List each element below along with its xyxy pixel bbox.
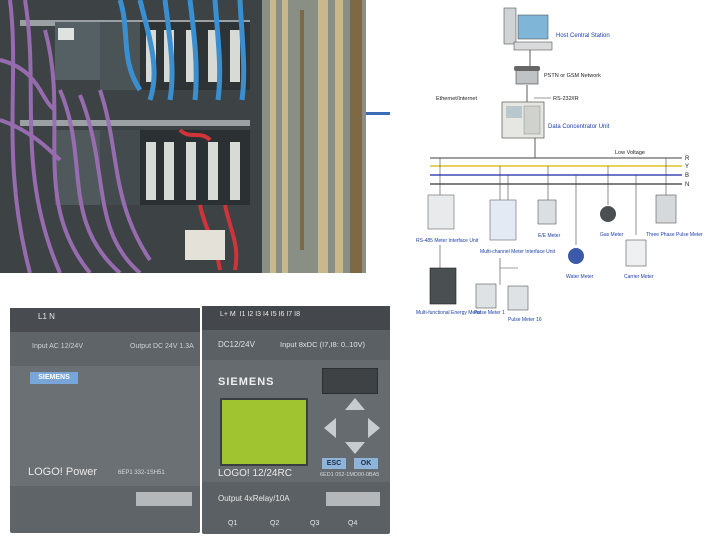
multichannel-label: Multi-channel Meter Interface Unit [480, 249, 556, 255]
ee-meter-label: E/E Meter [538, 233, 561, 239]
rs485-label: RS-485 Meter Interface Unit [416, 238, 479, 244]
power-brand-badge: SIEMENS [30, 372, 78, 384]
power-part-number: 6EP1 332-1SH51 [118, 470, 165, 476]
logo-label-window [326, 492, 380, 506]
output-q4: Q4 [348, 520, 358, 527]
ok-button[interactable]: OK [354, 458, 378, 469]
rs232-label: RS-232/IR [553, 96, 579, 102]
dpad-left-button[interactable] [324, 418, 336, 438]
carrier-meter-icon [625, 239, 647, 267]
lcd-display [220, 398, 308, 466]
multichannel-interface-icon [489, 199, 517, 241]
siemens-logo-photo: L1 N Input AC 12/24V Output DC 24V 1.3A … [0, 300, 392, 540]
phase-y: Y [685, 164, 689, 170]
power-label-window [136, 492, 192, 506]
power-name: LOGO! Power [28, 466, 98, 478]
logo-supply-label: DC12/24V [218, 340, 255, 349]
rs485-interface-icon [427, 194, 455, 230]
blue-separator [366, 112, 390, 115]
pulse-meter-1-label: Pulse Meter 1 [474, 310, 505, 316]
power-output-label: Output DC 24V 1.3A [130, 343, 194, 350]
logo-output-label: Output 4xRelay/10A [218, 494, 290, 503]
power-top-terminals: L1 N [38, 312, 55, 321]
three-phase-label: Three Phase Pulse Meter [646, 232, 703, 238]
dpad-right-button[interactable] [368, 418, 380, 438]
logo-top-terminals: L+ M I1 I2 I3 I4 I5 I6 I7 I8 [220, 311, 300, 318]
logo-input-label: Input 8xDC (I7,I8: 0..10V) [280, 340, 366, 349]
dpad-up-button[interactable] [345, 398, 365, 410]
esc-button[interactable]: ESC [322, 458, 346, 469]
phase-b: B [685, 173, 689, 179]
ee-meter-icon [537, 199, 557, 225]
phase-n: N [685, 182, 689, 188]
carrier-meter-label: Carrier Meter [624, 274, 654, 280]
pulse-meter-1-icon [475, 283, 497, 309]
logo-base-module: L+ M I1 I2 I3 I4 I5 I6 I7 I8 DC12/24V In… [202, 306, 390, 534]
gas-meter-icon [600, 206, 616, 222]
logo-power-module: L1 N Input AC 12/24V Output DC 24V 1.3A … [10, 308, 200, 533]
telephone-icon [514, 66, 540, 85]
dcu-label: Data Concentrator Unit [548, 124, 610, 130]
pstn-label: PSTN or GSM Network [544, 73, 601, 79]
control-cabinet-illustration [0, 0, 366, 275]
low-voltage-label: Low Voltage [615, 150, 645, 156]
host-label: Host Central Station [556, 33, 610, 39]
data-concentrator-icon [501, 101, 545, 139]
water-meter-icon [568, 248, 584, 264]
ethernet-label: Ethernet/Internet [436, 96, 477, 102]
gas-meter-label: Gas Meter [600, 232, 624, 238]
logo-brand: SIEMENS [218, 376, 275, 388]
water-meter-label: Water Meter [566, 274, 594, 280]
metering-network-diagram: Host Central Station PSTN or GSM Network… [410, 0, 720, 330]
logo-part-number: 6ED1 052-1MD00-0BA5 [320, 472, 380, 478]
output-q1: Q1 [228, 520, 238, 527]
three-phase-meter-icon [655, 194, 677, 224]
dpad-down-button[interactable] [345, 442, 365, 454]
pulse-meter-16-label: Pulse Meter 16 [508, 317, 542, 323]
multifunction-meter-icon [429, 267, 457, 305]
logo-name: LOGO! 12/24RC [218, 468, 292, 479]
pulse-meter-16-icon [507, 285, 529, 311]
power-input-label: Input AC 12/24V [32, 343, 83, 350]
phase-r: R [685, 156, 690, 162]
output-q3: Q3 [310, 520, 320, 527]
multifunction-label: Multi-functional Energy Meter [416, 310, 481, 316]
host-computer-icon [503, 7, 553, 51]
control-cabinet-photo [0, 0, 366, 275]
network-diagram-svg: Host Central Station PSTN or GSM Network… [416, 7, 703, 323]
output-q2: Q2 [270, 520, 280, 527]
logo-top-window [322, 368, 378, 394]
